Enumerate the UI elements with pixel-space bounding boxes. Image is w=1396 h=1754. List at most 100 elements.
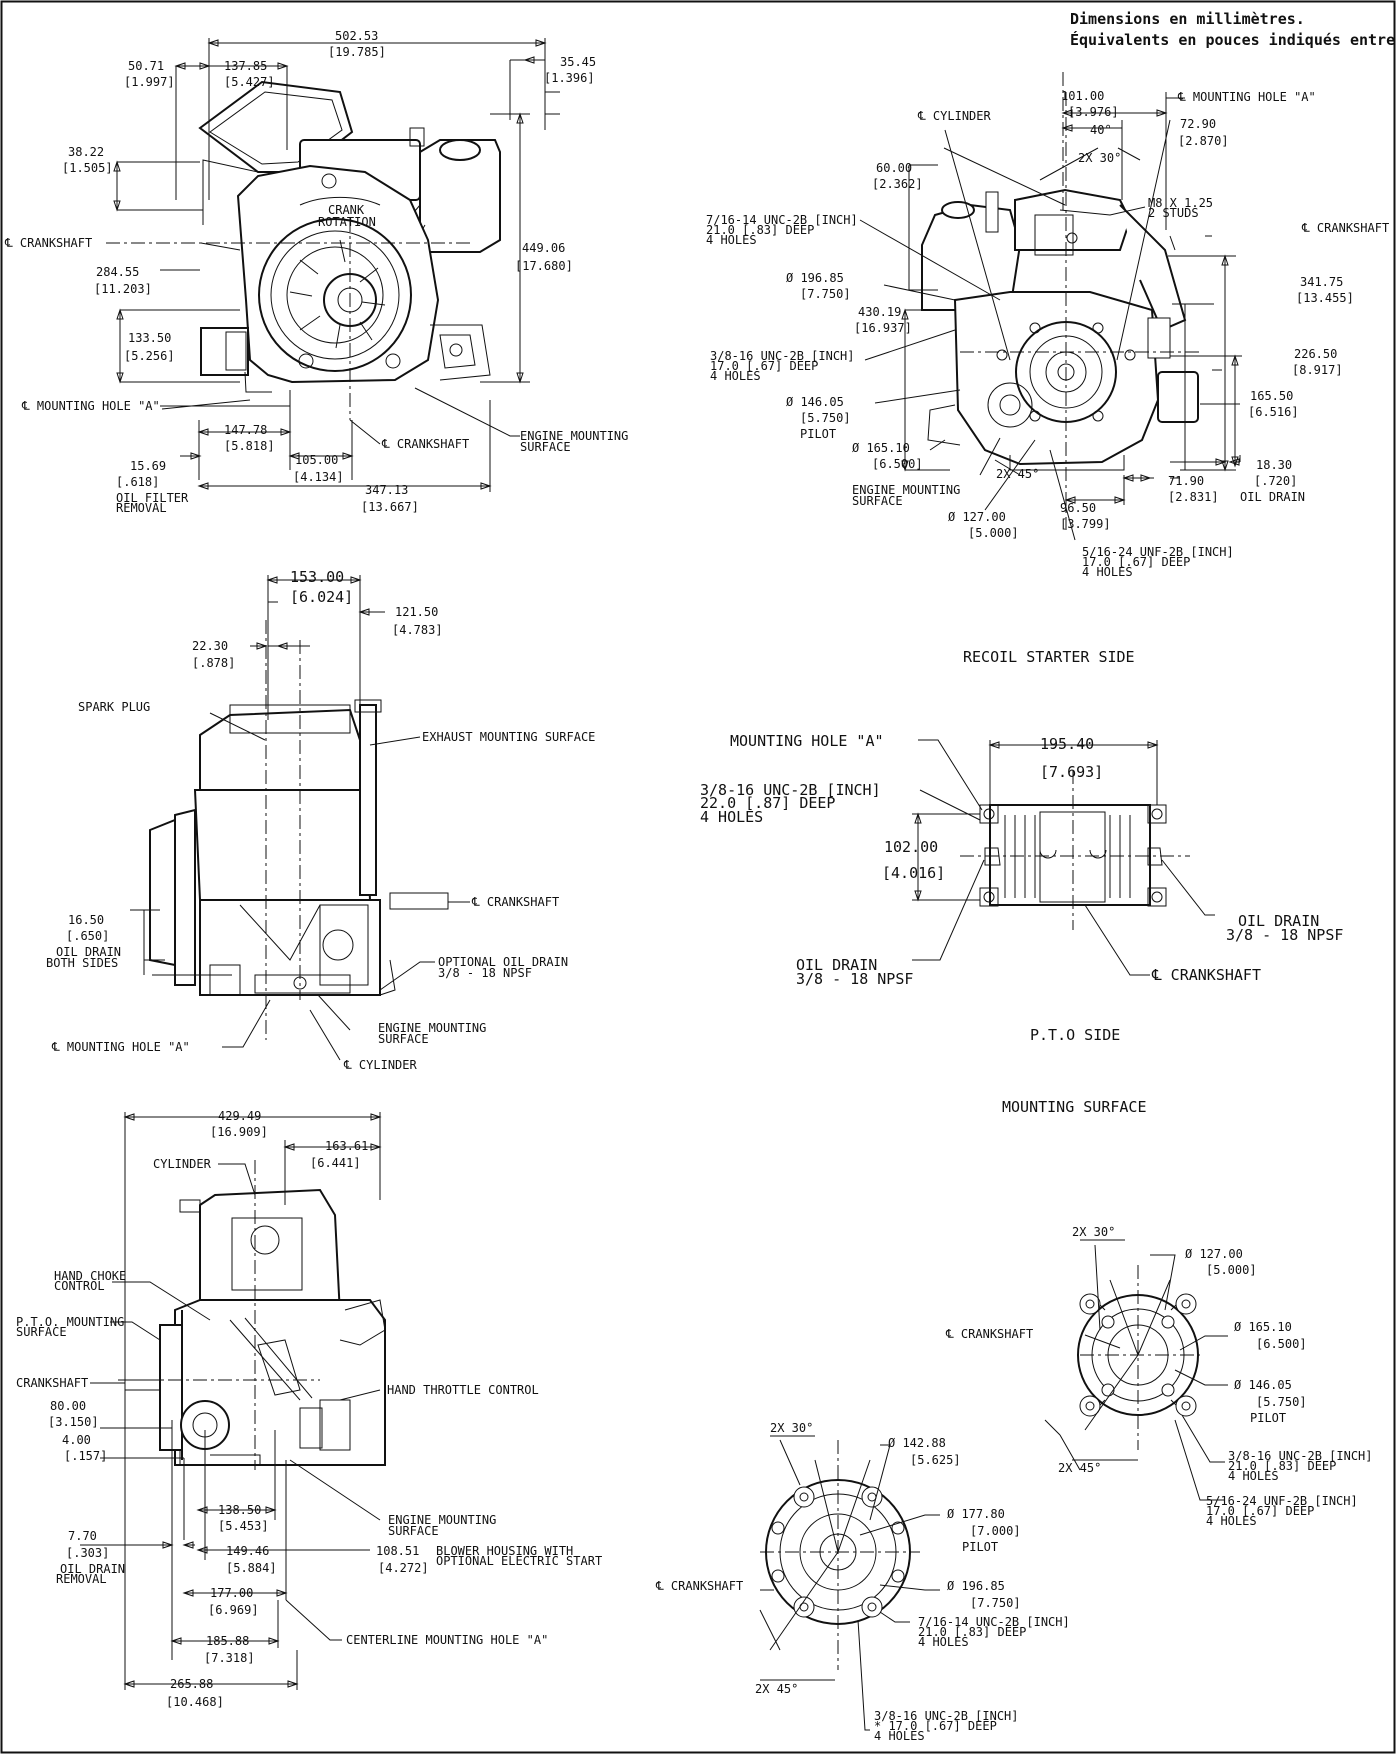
dim-137-85: 137.85 [224,59,267,73]
dim-35-45-in: [1.396] [544,71,595,85]
dim-4-00: 4.00 [62,1433,91,1447]
label-blower-housing-2: OPTIONAL ELECTRIC START [436,1554,602,1568]
dim-80-00-in: [3.150] [48,1415,99,1429]
dim-149-46: 149.46 [226,1544,269,1558]
dim-449-06: 449.06 [522,241,565,255]
dim-284-55: 284.55 [96,265,139,279]
label-mounting-hole-a: ℄ MOUNTING HOLE "A" [21,399,160,413]
base-outline [979,804,1167,907]
tap-3-8-line-1: 3/8-16 UNC-2B [INCH] [1228,1449,1373,1463]
label-oil-drain-both-1: OIL DRAIN [56,945,121,959]
dim-38-22-in: [1.505] [62,161,113,175]
label-pilot: PILOT [962,1540,998,1554]
label-crankshaft: CRANKSHAFT [16,1376,88,1390]
dim-dia-127-00-in: [5.000] [1206,1263,1257,1277]
tap-5-16-line-2: 17.0 [.67] DEEP [1082,555,1190,569]
dim-429-49: 429.49 [218,1109,261,1123]
dim-138-50-in: [5.453] [218,1519,269,1533]
tap-line-2: 22.0 [.87] DEEP [700,794,835,812]
label-blower-housing-1: BLOWER HOUSING WITH [436,1544,573,1558]
dim-284-55-in: [11.203] [94,282,152,296]
label-pto-mounting-2: SURFACE [16,1325,67,1339]
dim-153-00-in: [6.024] [290,588,353,606]
label-mounting-hole-a: MOUNTING HOLE "A" [730,732,884,750]
label-engine-mounting-2: SURFACE [388,1524,439,1538]
label-oil-drain-right-1: OIL DRAIN [1238,912,1319,930]
label-pilot: PILOT [1250,1411,1286,1425]
dim-dia-146-05-in: [5.750] [1256,1395,1307,1409]
dim-133-50-in: [5.256] [124,349,175,363]
dim-dia-165-10-in: [6.500] [872,457,923,471]
angle-2x30: 2X 30° [770,1421,813,1435]
label-crankshaft: ℄ CRANKSHAFT [1301,221,1389,235]
side-view: 153.00 [6.024] 121.50 [4.783] 22.30 [.87… [46,568,595,1072]
dim-dia-177-80: Ø 177.80 [947,1507,1005,1521]
label-pto-mounting-1: P.T.O. MOUNTING [16,1315,124,1329]
label-exhaust-mounting: EXHAUST MOUNTING SURFACE [422,730,595,744]
dim-429-49-in: [16.909] [210,1125,268,1139]
dim-430-19-in: [16.937] [854,321,912,335]
label-hand-throttle: HAND THROTTLE CONTROL [387,1383,539,1397]
mounting-base-view: MOUNTING HOLE "A" 195.40 [7.693] 3/8-16 … [700,732,1343,1116]
dim-7-70-in: [.303] [66,1546,109,1560]
dim-185-88-in: [7.318] [204,1651,255,1665]
dim-15-69: 15.69 [130,459,166,473]
dim-60-00-in: [2.362] [872,177,923,191]
dim-dia-196-85-in: [7.750] [970,1596,1021,1610]
label-engine-mounting-1: ENGINE MOUNTING [378,1021,486,1035]
dim-341-75-in: [13.455] [1296,291,1354,305]
tap-5-16-line-3: 4 HOLES [1206,1514,1257,1528]
label-cylinder: ℄ CYLINDER [343,1058,418,1072]
angle-40: 40° [1090,123,1112,137]
dim-7-70: 7.70 [68,1529,97,1543]
dim-dia-146-05: Ø 146.05 [1234,1378,1292,1392]
label-engine-mounting-1: ENGINE MOUNTING [520,429,628,443]
dim-71-90-in: [2.831] [1168,490,1219,504]
dim-430-19: 430.19 [858,305,901,319]
label-spark-plug: SPARK PLUG [78,700,150,714]
dim-121-50-in: [4.783] [392,623,443,637]
label-hand-choke-2: CONTROL [54,1279,105,1293]
tap-5-16-line-2: 17.0 [.67] DEEP [1206,1504,1314,1518]
tap-7-16-line-1: 7/16-14 UNC-2B [INCH] [918,1615,1070,1629]
dim-177-00: 177.00 [210,1586,253,1600]
tap-line-3: 4 HOLES [700,808,763,826]
label-engine-mounting-1: ENGINE MOUNTING [852,483,960,497]
angle-2x30: 2X 30° [1078,151,1121,165]
engine-pto-outline [125,1188,386,1466]
dim-102-00: 102.00 [884,838,938,856]
label-oil-drain-left-2: 3/8 - 18 NPSF [796,970,913,988]
dim-185-88: 185.88 [206,1634,249,1648]
label-oil-drain: OIL DRAIN [1240,490,1305,504]
dim-195-40-in: [7.693] [1040,763,1103,781]
label-engine-mounting-2: SURFACE [520,440,571,454]
dim-149-46-in: [5.884] [226,1561,277,1575]
label-studs-2: 2 STUDS [1148,206,1199,220]
view-title-pto: P.T.O SIDE [1030,1026,1120,1044]
dim-72-90-in: [2.870] [1178,134,1229,148]
dim-dia-165-10: Ø 165.10 [852,441,910,455]
dim-60-00: 60.00 [876,161,912,175]
view-title-recoil: RECOIL STARTER SIDE [963,648,1135,666]
label-oil-drain-2: REMOVAL [56,1572,107,1586]
label-crank-rotation-1: CRANK [328,203,365,217]
label-mounting-hole-a: ℄ MOUNTING HOLE "A" [51,1040,190,1054]
label-crankshaft: ℄ CRANKSHAFT [1151,966,1261,984]
label-oil-drain-left-1: OIL DRAIN [796,956,877,974]
dim-108-51: 108.51 [376,1544,419,1558]
dim-347-13-in: [13.667] [361,500,419,514]
dim-38-22: 38.22 [68,145,104,159]
label-optional-oil-drain-2: 3/8 - 18 NPSF [438,966,532,980]
tap-3-8-line-2: * 17.0 [.67] DEEP [874,1719,997,1733]
dim-101-00: 101.00 [1061,89,1104,103]
angle-2x30: 2X 30° [1072,1225,1115,1239]
label-oil-drain-1: OIL DRAIN [60,1562,125,1576]
tap-5-16-line-3: 4 HOLES [1082,565,1133,579]
dim-dia-196-85: Ø 196.85 [786,271,844,285]
dim-dia-127-00-in: [5.000] [968,526,1019,540]
tap-line-1: 3/8-16 UNC-2B [INCH] [700,781,881,799]
dim-dia-196-85: Ø 196.85 [947,1579,1005,1593]
tap-5-16-line-1: 5/16-24 UNF-2B [INCH] [1082,545,1234,559]
dim-dia-127-00: Ø 127.00 [948,510,1006,524]
